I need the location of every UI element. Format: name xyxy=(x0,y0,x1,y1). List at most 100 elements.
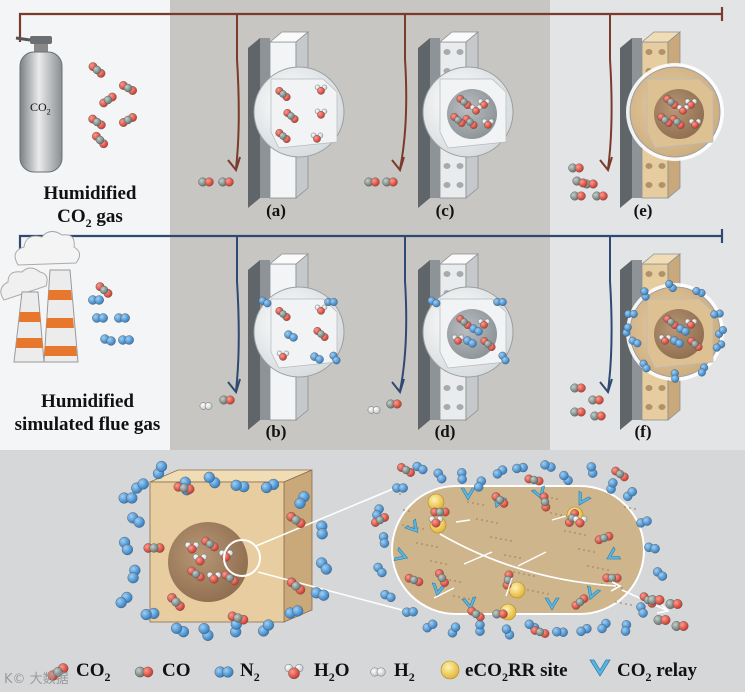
arrow-head xyxy=(227,378,241,395)
gas-flow-arrow xyxy=(235,236,240,392)
transport-arrows xyxy=(433,515,567,599)
n2-molecule xyxy=(214,666,234,678)
n2-molecule xyxy=(670,369,680,383)
n2-molecule xyxy=(463,336,477,348)
n2-molecule xyxy=(501,624,515,640)
panel-label-a: (a) xyxy=(266,201,286,220)
h2o-molecule xyxy=(572,515,588,528)
co2-molecule xyxy=(275,129,291,143)
n2-molecule xyxy=(88,295,104,305)
gas-label-co2: Humidified CO2 gas xyxy=(43,183,137,230)
co2-relay xyxy=(393,546,409,561)
n2-molecule xyxy=(712,340,726,352)
co-molecule xyxy=(590,411,606,421)
n2-molecule xyxy=(493,297,507,307)
co2-molecule xyxy=(539,492,551,512)
site-icon xyxy=(440,660,460,680)
co2-molecule xyxy=(430,507,450,517)
panel-b-magnified xyxy=(253,286,345,378)
n2-molecule xyxy=(257,619,275,637)
n2-molecule xyxy=(540,460,556,472)
n2-molecule xyxy=(284,605,304,619)
n2-molecule xyxy=(498,351,510,365)
h2o-molecule xyxy=(477,318,491,329)
co-molecule xyxy=(588,395,604,405)
n2-molecule xyxy=(475,620,485,636)
legend-co2: CO2 xyxy=(76,660,111,684)
n2-molecule xyxy=(492,465,508,479)
n2-molecule xyxy=(329,351,341,365)
n2-molecule xyxy=(715,326,727,338)
co2-molecule xyxy=(275,307,291,321)
arrow-head xyxy=(599,156,613,173)
panel-label-b: (b) xyxy=(265,422,287,441)
co2-relay xyxy=(404,518,419,534)
h2o-molecule xyxy=(184,541,200,554)
co2-molecule xyxy=(99,92,117,108)
n2-molecule xyxy=(640,287,650,301)
co2-molecule xyxy=(571,594,589,610)
co2-relay xyxy=(587,585,602,601)
n2-molecule xyxy=(433,468,447,484)
cube-pore xyxy=(168,522,248,602)
h2o-molecule xyxy=(481,118,495,129)
n2-molecule xyxy=(639,359,651,373)
co-molecule xyxy=(592,191,608,201)
n2-molecule xyxy=(473,476,487,492)
co2-molecule xyxy=(88,114,106,130)
n2-molecule xyxy=(127,564,141,584)
n2-molecule xyxy=(469,324,483,336)
n2-molecule xyxy=(628,336,642,348)
arrow-head xyxy=(227,156,241,173)
co2-molecule xyxy=(687,337,703,351)
co-molecule xyxy=(364,177,380,187)
n2-molecule xyxy=(131,478,149,494)
n2-molecule xyxy=(316,520,328,540)
gas-flow-arrow xyxy=(235,14,240,170)
co2-molecule xyxy=(187,566,205,582)
n2-molecule xyxy=(127,512,145,528)
factory-icon xyxy=(0,231,80,363)
n2-molecule xyxy=(586,462,598,478)
n2-molecule xyxy=(552,627,568,637)
zoom-lines xyxy=(255,485,403,611)
arrow-head xyxy=(391,156,405,173)
co2-molecule xyxy=(286,511,306,529)
co2-molecule xyxy=(95,282,113,298)
n2-molecule xyxy=(597,618,611,634)
co2-molecule xyxy=(480,337,496,351)
co2-molecule xyxy=(119,81,137,95)
gas-flow-arrow xyxy=(607,236,613,392)
n2-molecule xyxy=(140,607,160,621)
co2-molecule xyxy=(657,113,673,127)
legend-site: eCO2RR site xyxy=(465,660,568,684)
n2-molecule xyxy=(284,330,298,342)
n2-molecule xyxy=(576,623,592,637)
co2-molecule xyxy=(371,513,389,527)
watermark: K© 大数据 xyxy=(4,672,69,687)
co2-molecule xyxy=(88,62,106,78)
n2-molecule xyxy=(652,567,668,581)
eco2rr-site xyxy=(427,493,445,511)
panel-label-e: (e) xyxy=(633,201,653,220)
co2-molecule xyxy=(611,466,629,482)
n2-molecule xyxy=(422,619,438,633)
n2-molecule xyxy=(636,516,652,528)
co2-molecule xyxy=(491,492,509,508)
panel-c-magnified xyxy=(422,66,514,158)
h2o-molecule xyxy=(451,334,465,345)
n2-molecule xyxy=(392,483,408,493)
n2-molecule xyxy=(324,297,338,307)
h2o-molecule xyxy=(469,104,483,115)
co-molecule xyxy=(647,595,665,605)
n2-molecule xyxy=(676,324,690,336)
n2-molecule xyxy=(710,309,724,319)
h2-molecule xyxy=(367,406,381,414)
h2-molecule xyxy=(370,667,386,677)
relay-icon xyxy=(589,659,611,677)
co2-molecule xyxy=(201,536,219,552)
n2-molecule xyxy=(670,336,684,348)
h2-molecule xyxy=(199,402,213,410)
legend-h2o: H2O xyxy=(314,660,350,684)
co-molecule xyxy=(665,599,683,609)
